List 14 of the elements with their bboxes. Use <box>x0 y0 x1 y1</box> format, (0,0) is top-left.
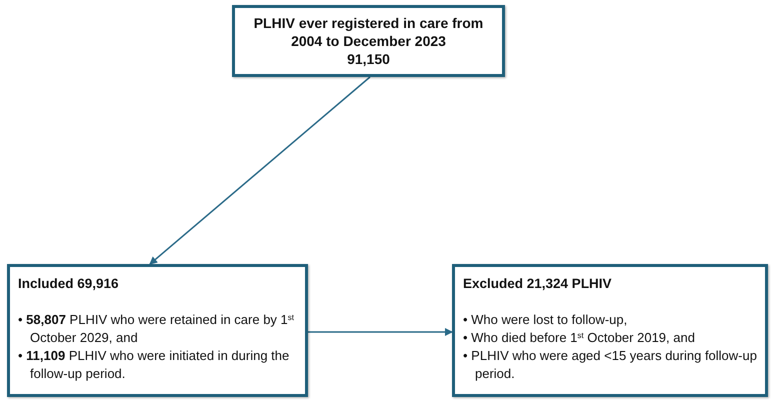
process-box <box>232 5 505 77</box>
process-box <box>452 264 768 397</box>
arrow <box>149 76 370 265</box>
process-box <box>7 264 308 397</box>
box-title: PLHIV ever registered in care from 2004 to December 2023 <box>252 14 484 50</box>
box-title: Included 69,916 <box>18 275 120 293</box>
count-text: 91,150 <box>347 50 390 68</box>
bullet-item: • Who were lost to follow-up, <box>463 311 628 329</box>
arrow <box>308 328 453 336</box>
bullet-item: • Who died before 1$^{st}$ October 2019, and <box>463 329 696 347</box>
bullet-item: • 11,109 PLHIV who were initiated in during the follow-up period. <box>18 347 290 383</box>
bullet-item: • PLHIV who were aged <15 years during follow-up period. <box>463 347 757 383</box>
box-title: Excluded 21,324 PLHIV <box>463 275 613 293</box>
bullet-item: • 58,807 PLHIV who were retained in care by 1$^{st}$ October 2029, and <box>18 311 296 347</box>
